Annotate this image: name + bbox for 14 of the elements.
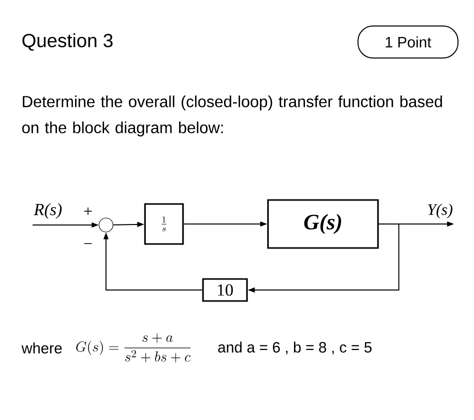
signal-label: R(s) (34, 203, 62, 219)
question-text: Determine the overall (closed-loop) transfer function based on the block diagram below: (22, 96, 442, 136)
title: Question 3 (22, 33, 113, 51)
sign-label: + (84, 207, 92, 215)
summing-junction (98, 218, 114, 232)
block-box: G(s) (267, 199, 379, 249)
signal-label: Y(s) (428, 204, 452, 218)
sign-label: − (84, 243, 92, 244)
note-text: where (22, 342, 62, 354)
points-badge: 1 Point (358, 26, 458, 58)
block-box: 10 (202, 278, 248, 302)
block-box: $\frac{1}{s}$ (144, 203, 184, 245)
note-text: and a = 6 , b = 8 , c = 5 (218, 342, 372, 354)
formula: $G(s) = \dfrac{s+a}{s^2+bs+c}$ (76, 333, 190, 363)
